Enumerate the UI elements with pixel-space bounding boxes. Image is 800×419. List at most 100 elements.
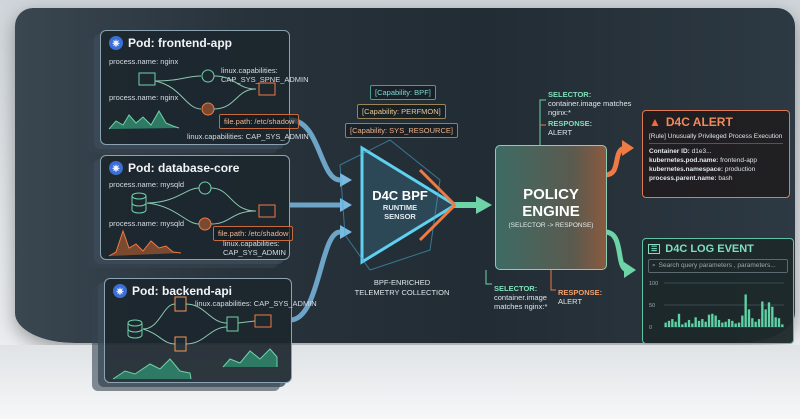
log-bar bbox=[711, 313, 714, 327]
log-bar bbox=[664, 322, 667, 327]
selector-label: SELECTOR: bbox=[548, 90, 592, 99]
bottom-rule-response: RESPONSE: ALERT bbox=[558, 288, 602, 306]
log-event-panel[interactable]: ☰D4C LOG EVENT ⌕Search query parameters … bbox=[642, 238, 794, 344]
capability-value: CAP_SYS_ADMIN bbox=[223, 248, 286, 257]
selector-value: nginx:* bbox=[548, 108, 571, 117]
log-bar bbox=[724, 321, 727, 327]
log-bar bbox=[717, 319, 721, 327]
y-tick-label: 50 bbox=[649, 303, 655, 309]
file-icon bbox=[226, 316, 239, 332]
alert-field-key: kubernetes.pod.name: bbox=[649, 157, 719, 164]
selector-value: container.image bbox=[494, 293, 547, 302]
log-bar bbox=[674, 321, 677, 327]
alert-rule: [Rule] Unusually Privileged Process Exec… bbox=[649, 133, 783, 144]
pod-title: Pod: database-core bbox=[128, 161, 240, 175]
log-bar bbox=[677, 313, 681, 327]
log-bar bbox=[744, 294, 747, 327]
top-rule: SELECTOR: container.image matches nginx:… bbox=[548, 90, 631, 137]
log-bar bbox=[777, 318, 781, 327]
kubernetes-icon: ⎈ bbox=[109, 161, 123, 175]
process-label: process.name: mysqld bbox=[109, 219, 185, 228]
selector-value: matches nginx:* bbox=[494, 302, 548, 311]
log-bar bbox=[781, 324, 784, 327]
log-bar bbox=[681, 324, 684, 327]
alert-field-key: kubernetes.namespace: bbox=[649, 166, 724, 173]
search-placeholder: Search query parameters , parameters... bbox=[658, 262, 776, 269]
arrow-backend bbox=[289, 229, 341, 323]
log-bar bbox=[761, 301, 764, 327]
response-value: ALERT bbox=[548, 128, 573, 137]
response-value: ALERT bbox=[558, 297, 583, 306]
log-bar bbox=[764, 309, 767, 327]
process-flow-graph bbox=[112, 296, 278, 380]
pod-panel-database-core[interactable]: ⎈ Pod: database-core process.name: mysqld… bbox=[100, 155, 294, 260]
database-icon bbox=[127, 319, 143, 327]
bottom-rule-selector: SELECTOR: container.image matches nginx:… bbox=[494, 284, 547, 311]
folder-icon bbox=[258, 204, 276, 218]
log-title: D4C LOG EVENT bbox=[665, 243, 754, 255]
selector-value: container.image matches bbox=[548, 99, 632, 108]
kubernetes-icon: ⎈ bbox=[109, 36, 123, 50]
log-bar bbox=[721, 322, 724, 327]
log-bar bbox=[697, 320, 701, 327]
log-bar bbox=[747, 309, 751, 327]
alert-field: Container ID: d1e3... bbox=[649, 147, 783, 156]
alert-field: kubernetes.pod.name: frontend-app bbox=[649, 156, 783, 165]
capability-label: linux.capabilities: CAP_SYS_ADMIN bbox=[195, 299, 317, 308]
log-bar bbox=[667, 320, 671, 327]
database-icon bbox=[131, 192, 147, 200]
selector-label: SELECTOR: bbox=[494, 284, 538, 293]
log-bar bbox=[727, 319, 731, 327]
alert-field-value: production bbox=[724, 166, 756, 173]
kubernetes-icon: ⎈ bbox=[113, 284, 127, 298]
file-icon bbox=[174, 296, 187, 312]
file-icon bbox=[174, 336, 187, 352]
log-bar bbox=[701, 319, 704, 327]
capability-tag-perfmon: [Capability: PERFMON] bbox=[357, 104, 446, 119]
pod-panel-frontend-app[interactable]: ⎈ Pod: frontend-app process.name: nginx p… bbox=[100, 30, 309, 145]
alert-panel[interactable]: ▲D4C ALERT [Rule] Unusually Privileged P… bbox=[642, 110, 790, 198]
log-bar bbox=[767, 302, 771, 327]
alert-field-key: Container ID: bbox=[649, 148, 690, 155]
log-bar bbox=[671, 319, 674, 327]
arrow-frontend bbox=[289, 117, 341, 183]
process-label: process.name: nginx bbox=[109, 57, 179, 66]
capability-label: linux.capabilities: bbox=[223, 239, 280, 248]
alert-field: kubernetes.namespace: production bbox=[649, 165, 783, 174]
sensor-caption-line: BPF-ENRICHED bbox=[373, 278, 431, 287]
capability-label: linux.capabilities: bbox=[221, 66, 278, 75]
policy-engine[interactable]: POLICY ENGINE (SELECTOR -> RESPONSE) bbox=[495, 145, 607, 270]
y-tick-label: 0 bbox=[649, 325, 652, 331]
log-bar bbox=[691, 323, 694, 327]
sensor-title: D4C BPF bbox=[372, 188, 428, 203]
response-label: RESPONSE: bbox=[548, 119, 593, 128]
alert-field-key: process.parent.name: bbox=[649, 175, 717, 182]
log-bar bbox=[731, 320, 734, 327]
file-path-tag: file.path: /etc/shadow bbox=[219, 114, 300, 129]
process-label: process.name: mysqld bbox=[109, 180, 185, 189]
sensor-subtitle: SENSOR bbox=[384, 212, 416, 221]
process-label: process.name: nginx bbox=[109, 93, 179, 102]
log-bar bbox=[714, 315, 717, 327]
capability-tag-sys-resource: [Capability: SYS_RESOURCE] bbox=[345, 123, 458, 138]
alert-field-value: bash bbox=[718, 175, 733, 182]
process-flow-graph bbox=[108, 69, 276, 130]
policy-title: POLICY bbox=[523, 186, 579, 203]
search-input[interactable]: ⌕Search query parameters , parameters... bbox=[648, 259, 788, 273]
pod-panel-backend-api[interactable]: ⎈Pod: backend-api linux.capabilities: CA… bbox=[104, 278, 317, 383]
pod-title: Pod: frontend-app bbox=[128, 36, 232, 50]
log-bar bbox=[707, 314, 711, 327]
policy-title: ENGINE bbox=[522, 203, 580, 220]
search-icon: ⌕ bbox=[652, 262, 656, 269]
warning-icon: ▲ bbox=[649, 115, 661, 129]
response-label: RESPONSE: bbox=[558, 288, 603, 297]
sensor-shape bbox=[339, 139, 458, 271]
log-bar bbox=[734, 323, 737, 327]
log-bar bbox=[687, 319, 691, 327]
log-bar bbox=[741, 315, 744, 327]
folder-icon bbox=[258, 82, 276, 96]
file-path-tag: file.path: /etc/shadow bbox=[213, 226, 294, 241]
